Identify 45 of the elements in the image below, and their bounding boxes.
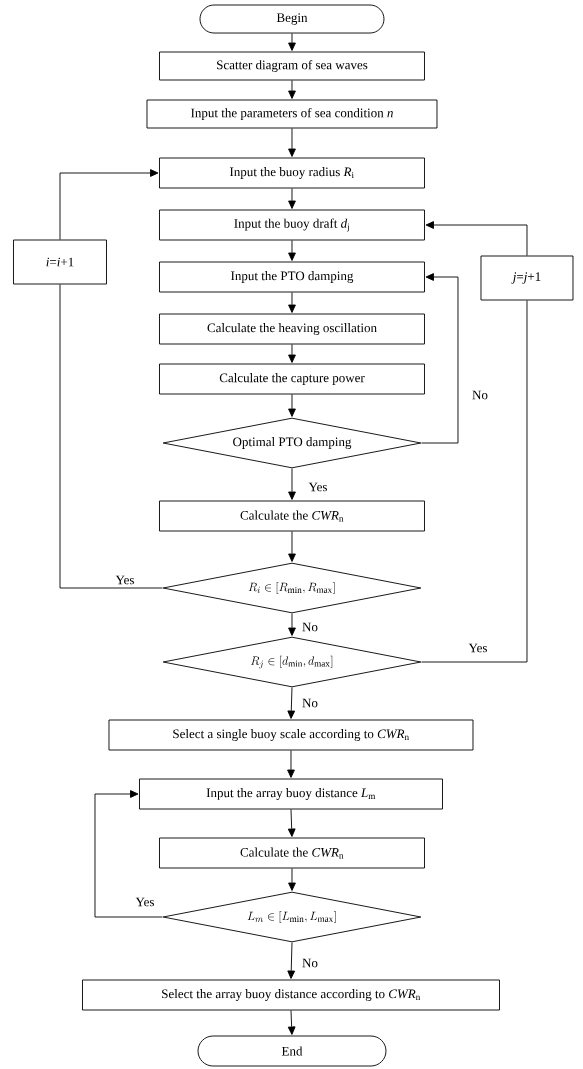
arrow bbox=[288, 188, 296, 209]
terminal-box: End bbox=[197, 1035, 387, 1067]
arrow bbox=[287, 942, 296, 979]
edge-label: No bbox=[471, 389, 489, 401]
edge-label: No bbox=[301, 697, 319, 709]
arrow bbox=[288, 240, 296, 261]
process-box: i=i+1 bbox=[13, 239, 107, 285]
arrow bbox=[287, 1010, 296, 1035]
arrow bbox=[288, 468, 296, 500]
edge-label: Yes bbox=[467, 642, 489, 654]
edge-label: Yes bbox=[307, 481, 329, 493]
arrow bbox=[288, 292, 296, 313]
arrow bbox=[288, 868, 296, 891]
arrow bbox=[288, 344, 296, 363]
process-box: Select a single buoy scale according to CWR$_{n}$ bbox=[108, 719, 474, 751]
edge-label: Yes bbox=[114, 574, 136, 586]
arrow bbox=[288, 128, 296, 157]
arrow bbox=[425, 221, 528, 256]
process-box: j=j+1 bbox=[480, 255, 574, 301]
process-box: Input the array buoy distance L$_{m}$ bbox=[139, 778, 443, 810]
process-box: Calculate the CWR$_{n}$ bbox=[159, 500, 425, 532]
process-box: Calculate the capture power bbox=[159, 363, 425, 395]
arrow bbox=[421, 273, 459, 444]
arrow bbox=[59, 169, 159, 240]
process-box: Input the buoy radius R$_{i}$ bbox=[159, 157, 425, 189]
process-box: Calculate the heaving oscillation bbox=[159, 313, 425, 345]
process-box: Input the parameters of sea condition n bbox=[146, 99, 438, 129]
arrow bbox=[288, 33, 296, 51]
process-box: Scatter diagram of sea waves bbox=[159, 51, 425, 81]
process-box: Calculate the CWR$_{n}$ bbox=[159, 837, 425, 869]
edge-label: No bbox=[301, 621, 319, 633]
process-box: Input the PTO damping bbox=[159, 261, 425, 293]
arrow bbox=[288, 531, 296, 562]
arrow bbox=[94, 790, 163, 918]
edge-label: Yes bbox=[134, 896, 156, 908]
process-box: Select the array buoy distance according to CWR$_{n}$ bbox=[82, 979, 500, 1011]
terminal-box: Begin bbox=[199, 4, 385, 34]
arrow bbox=[288, 80, 296, 99]
arrow bbox=[287, 809, 296, 837]
arrow bbox=[287, 687, 296, 719]
process-box: Input the buoy draft d$_{j}$ bbox=[159, 209, 425, 241]
edge-label: No bbox=[301, 957, 319, 969]
arrow bbox=[287, 750, 295, 778]
arrow bbox=[288, 613, 296, 636]
arrow bbox=[288, 394, 296, 417]
